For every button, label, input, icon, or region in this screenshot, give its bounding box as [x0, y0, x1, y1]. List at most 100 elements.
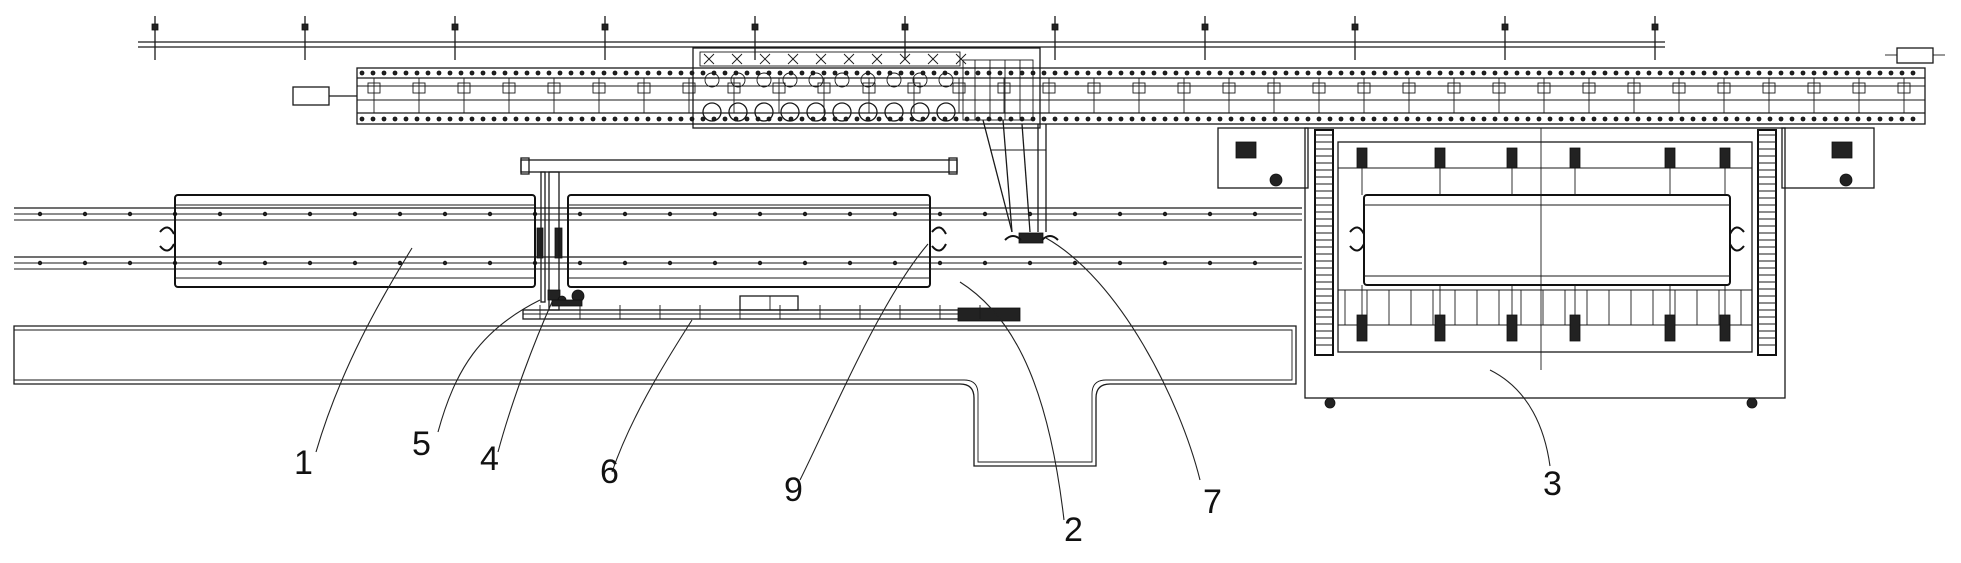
track-stud — [1811, 116, 1817, 122]
track-stud — [744, 70, 750, 76]
rail-dot — [1072, 211, 1078, 217]
track-stud — [832, 70, 838, 76]
clamp-top — [1434, 147, 1446, 169]
track-stud — [1239, 116, 1245, 122]
lower-rail-6 — [522, 295, 1021, 322]
track-stud — [700, 116, 706, 122]
track-stud — [1173, 116, 1179, 122]
overhead-beam — [520, 157, 958, 175]
track-stud — [1085, 70, 1091, 76]
track-stud — [1580, 70, 1586, 76]
track-stud — [1536, 116, 1542, 122]
track-stud — [1503, 70, 1509, 76]
trolley-wheel — [754, 102, 774, 122]
trolley-roller — [860, 72, 876, 88]
track-stud — [1701, 70, 1707, 76]
trolley-wheel — [806, 102, 826, 122]
track-stud — [623, 116, 629, 122]
clamp-bottom — [1569, 314, 1581, 342]
track-stud — [1415, 70, 1421, 76]
track-stud — [1734, 116, 1740, 122]
track-stud — [1250, 70, 1256, 76]
track-stud — [1613, 116, 1619, 122]
rail-dot — [757, 260, 763, 266]
track-stud — [1481, 116, 1487, 122]
track-stud — [1602, 70, 1608, 76]
track-stud — [447, 70, 453, 76]
rail-dot — [1252, 260, 1258, 266]
track-stud — [1327, 70, 1333, 76]
track-stud — [1525, 70, 1531, 76]
track-stud — [1426, 70, 1432, 76]
trolley-wheel — [936, 102, 956, 122]
track-stud — [480, 70, 486, 76]
track-stud — [1041, 70, 1047, 76]
track-stud — [1778, 116, 1784, 122]
track-stud — [1888, 70, 1894, 76]
rail-dot — [712, 260, 718, 266]
track-stud — [975, 70, 981, 76]
track-stud — [1349, 116, 1355, 122]
track-stud — [601, 70, 607, 76]
track-stud — [1690, 70, 1696, 76]
track-stud — [1657, 116, 1663, 122]
rail-dot — [937, 260, 943, 266]
track-stud — [1360, 116, 1366, 122]
trolley-roller — [834, 72, 850, 88]
track-stud — [1272, 116, 1278, 122]
track-stud — [1624, 116, 1630, 122]
rail-dot — [802, 260, 808, 266]
track-stud — [1833, 116, 1839, 122]
track-stud — [1558, 116, 1564, 122]
track-stud — [645, 70, 651, 76]
track-stud — [1745, 70, 1751, 76]
track-stud — [480, 116, 486, 122]
track-stud — [1129, 116, 1135, 122]
rail-dot — [352, 260, 358, 266]
track-stud — [1305, 116, 1311, 122]
track-stud — [1316, 70, 1322, 76]
track-stud — [601, 116, 607, 122]
trolley-roller — [886, 72, 902, 88]
track-stud — [777, 70, 783, 76]
track-stud — [645, 116, 651, 122]
track-stud — [1558, 70, 1564, 76]
track-stud — [1668, 116, 1674, 122]
track-stud — [392, 116, 398, 122]
track-stud — [1371, 70, 1377, 76]
track-stud — [1096, 116, 1102, 122]
rail-tracks — [14, 207, 1302, 270]
leader-lines — [315, 237, 1551, 521]
track-stud — [1789, 116, 1795, 122]
rail-dot — [937, 211, 943, 217]
track-stud — [1404, 70, 1410, 76]
trolley-roller — [938, 72, 954, 88]
rail-dot — [667, 260, 673, 266]
track-stud — [1228, 116, 1234, 122]
track-stud — [1756, 70, 1762, 76]
trolley-roller — [782, 72, 798, 88]
rail-dot — [982, 260, 988, 266]
rail-dot — [352, 211, 358, 217]
rail-dot — [442, 211, 448, 217]
track-stud — [1547, 116, 1553, 122]
clamp-top — [1356, 147, 1368, 169]
track-stud — [678, 70, 684, 76]
track-stud — [1338, 116, 1344, 122]
track-stud — [1151, 70, 1157, 76]
top-guide-rail — [138, 16, 1665, 60]
track-stud — [1041, 116, 1047, 122]
track-stud — [1459, 70, 1465, 76]
hatch-cross — [787, 53, 799, 65]
track-stud — [370, 70, 376, 76]
track-stud — [1899, 116, 1905, 122]
track-stud — [667, 116, 673, 122]
rail-dot — [487, 211, 493, 217]
track-stud — [1657, 70, 1663, 76]
hatch-cross — [871, 53, 883, 65]
track-stud — [1789, 70, 1795, 76]
track-stud — [1734, 70, 1740, 76]
track-stud — [777, 116, 783, 122]
rail-dot — [262, 211, 268, 217]
rail-dot — [307, 260, 313, 266]
